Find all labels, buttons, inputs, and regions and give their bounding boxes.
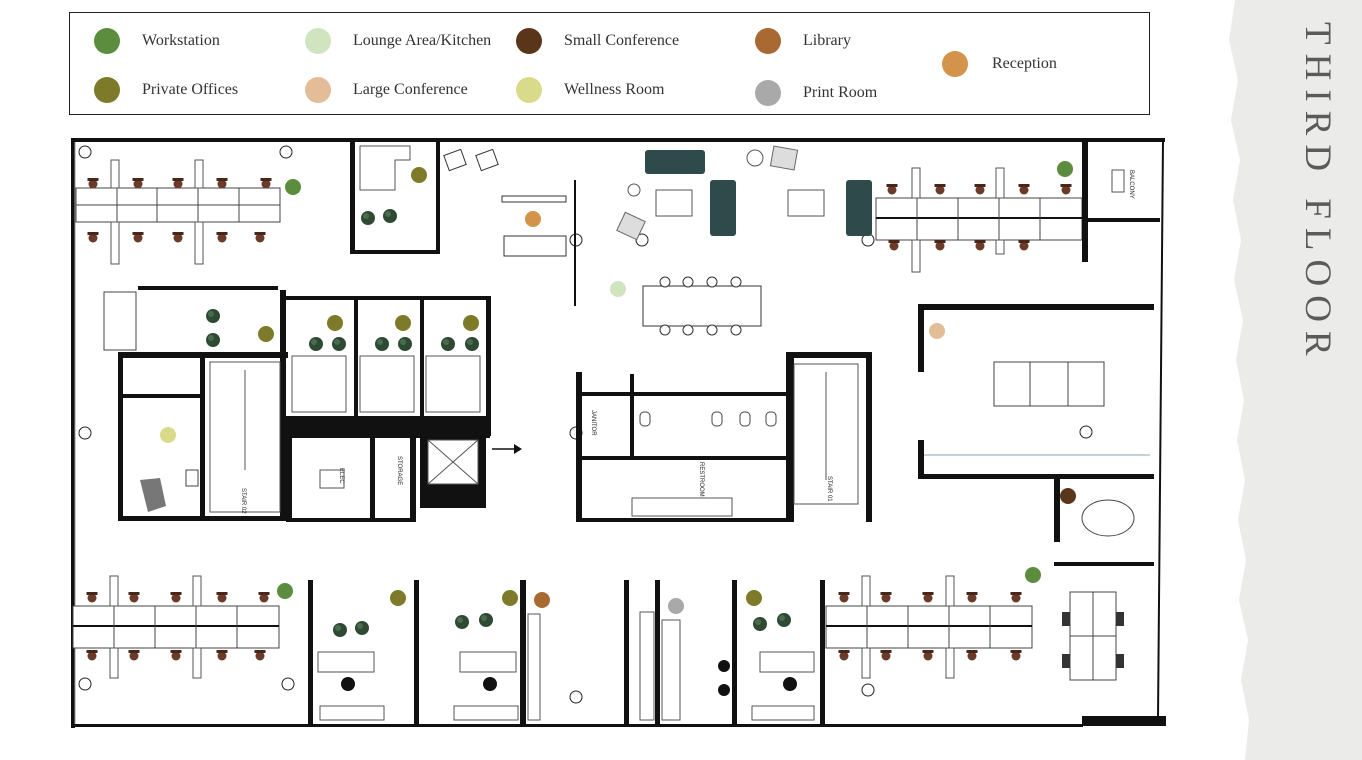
- private-office-bottom-right: [732, 580, 825, 724]
- stair-02-label: STAIR 02: [240, 488, 246, 514]
- legend-label-reception: Reception: [992, 55, 1057, 72]
- marker-private-office: [258, 326, 274, 342]
- small-conference-room: [1054, 474, 1154, 566]
- legend-item-print-room: Print Room: [755, 80, 877, 106]
- marker-private-office: [327, 315, 343, 331]
- marker-private-office: [746, 590, 762, 606]
- marker-print-room: [668, 598, 684, 614]
- library-swatch: [755, 28, 781, 54]
- balcony-label: BALCONY: [1128, 170, 1134, 199]
- legend-item-private-offices: Private Offices: [94, 77, 238, 103]
- elec-label: ELEC: [338, 468, 344, 484]
- private-offices-bottom: [308, 580, 541, 724]
- page-title: THIRD FLOOR: [1297, 22, 1338, 365]
- workstation-cluster-top-left: [75, 159, 281, 265]
- restroom-label: RESTROOM: [698, 462, 704, 497]
- marker-private-office: [502, 590, 518, 606]
- legend-label-workstation: Workstation: [142, 32, 220, 49]
- legend-label-private-offices: Private Offices: [142, 81, 239, 98]
- marker-small-conference: [1060, 488, 1076, 504]
- legend-item-small-conference: Small Conference: [516, 28, 679, 54]
- legend-label-large-conference: Large Conference: [353, 81, 468, 98]
- legend-item-wellness-room: Wellness Room: [516, 77, 664, 103]
- marker-reception: [525, 211, 541, 227]
- floor-plan: STAIR 02 STAIR 01 ELEC STORAGE RESTROOM …: [71, 138, 1166, 728]
- legend: Workstation Lounge Area/Kitchen Small Co…: [69, 12, 1150, 115]
- workstation-swatch: [94, 28, 120, 54]
- legend-label-wellness-room: Wellness Room: [564, 81, 665, 98]
- marker-lounge-kitchen: [610, 281, 626, 297]
- lounge-kitchen-swatch: [305, 28, 331, 54]
- marker-private-office: [411, 167, 427, 183]
- workstation-cluster-bottom-left: [72, 575, 280, 679]
- print-room-swatch: [755, 80, 781, 106]
- marker-private-office: [390, 590, 406, 606]
- marker-library: [534, 592, 550, 608]
- private-offices-row: [286, 296, 491, 438]
- workstation-cluster-bottom-right: [825, 575, 1124, 681]
- exterior-walls: [71, 138, 1166, 728]
- large-conference-room: [918, 304, 1154, 479]
- marker-workstation: [277, 583, 293, 599]
- private-offices-swatch: [94, 77, 120, 103]
- legend-item-lounge-kitchen: Lounge Area/Kitchen: [305, 28, 491, 54]
- utility-rooms: [286, 432, 522, 522]
- legend-label-small-conference: Small Conference: [564, 32, 680, 49]
- legend-item-reception: Reception: [942, 51, 1057, 77]
- restroom-core: [576, 352, 872, 522]
- marker-large-conference: [929, 323, 945, 339]
- workstation-cluster-top-right: [875, 140, 1160, 273]
- legend-label-library: Library: [803, 32, 851, 49]
- legend-item-large-conference: Large Conference: [305, 77, 468, 103]
- private-office-top: [350, 142, 440, 254]
- stair-01-label: STAIR 01: [826, 476, 832, 502]
- structural-columns: [78, 145, 1093, 704]
- marker-workstation: [1025, 567, 1041, 583]
- marker-workstation: [1057, 161, 1073, 177]
- storage-label: STORAGE: [396, 456, 402, 485]
- print-room-area: [624, 580, 730, 724]
- reception-swatch: [942, 51, 968, 77]
- janitor-label: JANITOR: [590, 410, 596, 436]
- marker-private-office: [463, 315, 479, 331]
- space-markers: [160, 161, 1076, 614]
- legend-item-library: Library: [755, 28, 851, 54]
- lounge-benches: [443, 148, 576, 306]
- legend-label-print-room: Print Room: [803, 84, 878, 101]
- marker-private-office: [395, 315, 411, 331]
- lounge-kitchen-furniture: [616, 145, 872, 336]
- left-core: [103, 286, 288, 521]
- legend-item-workstation: Workstation: [94, 28, 220, 54]
- wellness-room-swatch: [516, 77, 542, 103]
- small-conference-swatch: [516, 28, 542, 54]
- marker-workstation: [285, 179, 301, 195]
- marker-wellness-room: [160, 427, 176, 443]
- large-conference-swatch: [305, 77, 331, 103]
- legend-label-lounge-kitchen: Lounge Area/Kitchen: [353, 32, 492, 49]
